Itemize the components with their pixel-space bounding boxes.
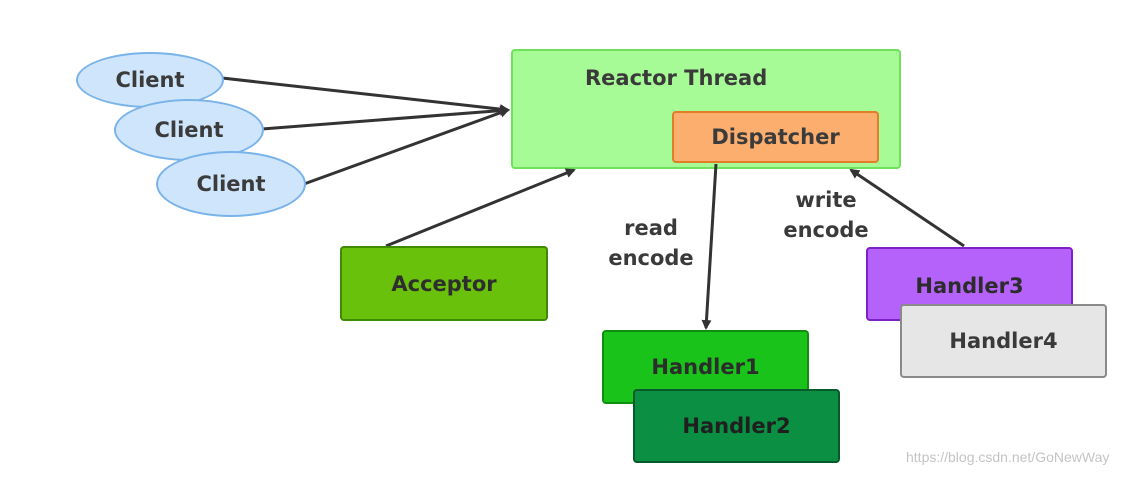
read-label-line1: read xyxy=(624,216,678,240)
dispatcher-box: Dispatcher xyxy=(672,111,879,163)
client-node-3: Client xyxy=(156,151,306,217)
handler2-label: Handler2 xyxy=(682,414,791,438)
read-encode-label: read encode xyxy=(597,213,705,273)
acceptor-label: Acceptor xyxy=(391,271,497,296)
client-label: Client xyxy=(154,118,224,142)
handler4-label: Handler4 xyxy=(949,329,1058,353)
dispatcher-label: Dispatcher xyxy=(711,125,840,149)
reactor-thread-title: Reactor Thread xyxy=(585,66,768,90)
client-label: Client xyxy=(115,68,185,92)
edge-client3-to-reactor xyxy=(303,108,510,186)
handler3-label: Handler3 xyxy=(915,274,1024,298)
edge-client2-to-reactor xyxy=(261,105,510,131)
handler2-box: Handler2 xyxy=(633,389,840,463)
handler4-box: Handler4 xyxy=(900,304,1107,378)
write-label-line1: write xyxy=(795,188,857,212)
write-encode-label: write encode xyxy=(772,185,880,245)
source-watermark: https://blog.csdn.net/GoNewWay xyxy=(906,449,1110,465)
client-label: Client xyxy=(196,172,266,196)
acceptor-box: Acceptor xyxy=(340,246,548,321)
edge-dispatcher-to-handler1 xyxy=(701,163,718,330)
write-label-line2: encode xyxy=(783,218,869,242)
edge-client1-to-reactor xyxy=(221,76,510,115)
edge-acceptor-to-reactor xyxy=(385,168,576,248)
handler1-label: Handler1 xyxy=(651,355,760,379)
read-label-line2: encode xyxy=(608,246,694,270)
